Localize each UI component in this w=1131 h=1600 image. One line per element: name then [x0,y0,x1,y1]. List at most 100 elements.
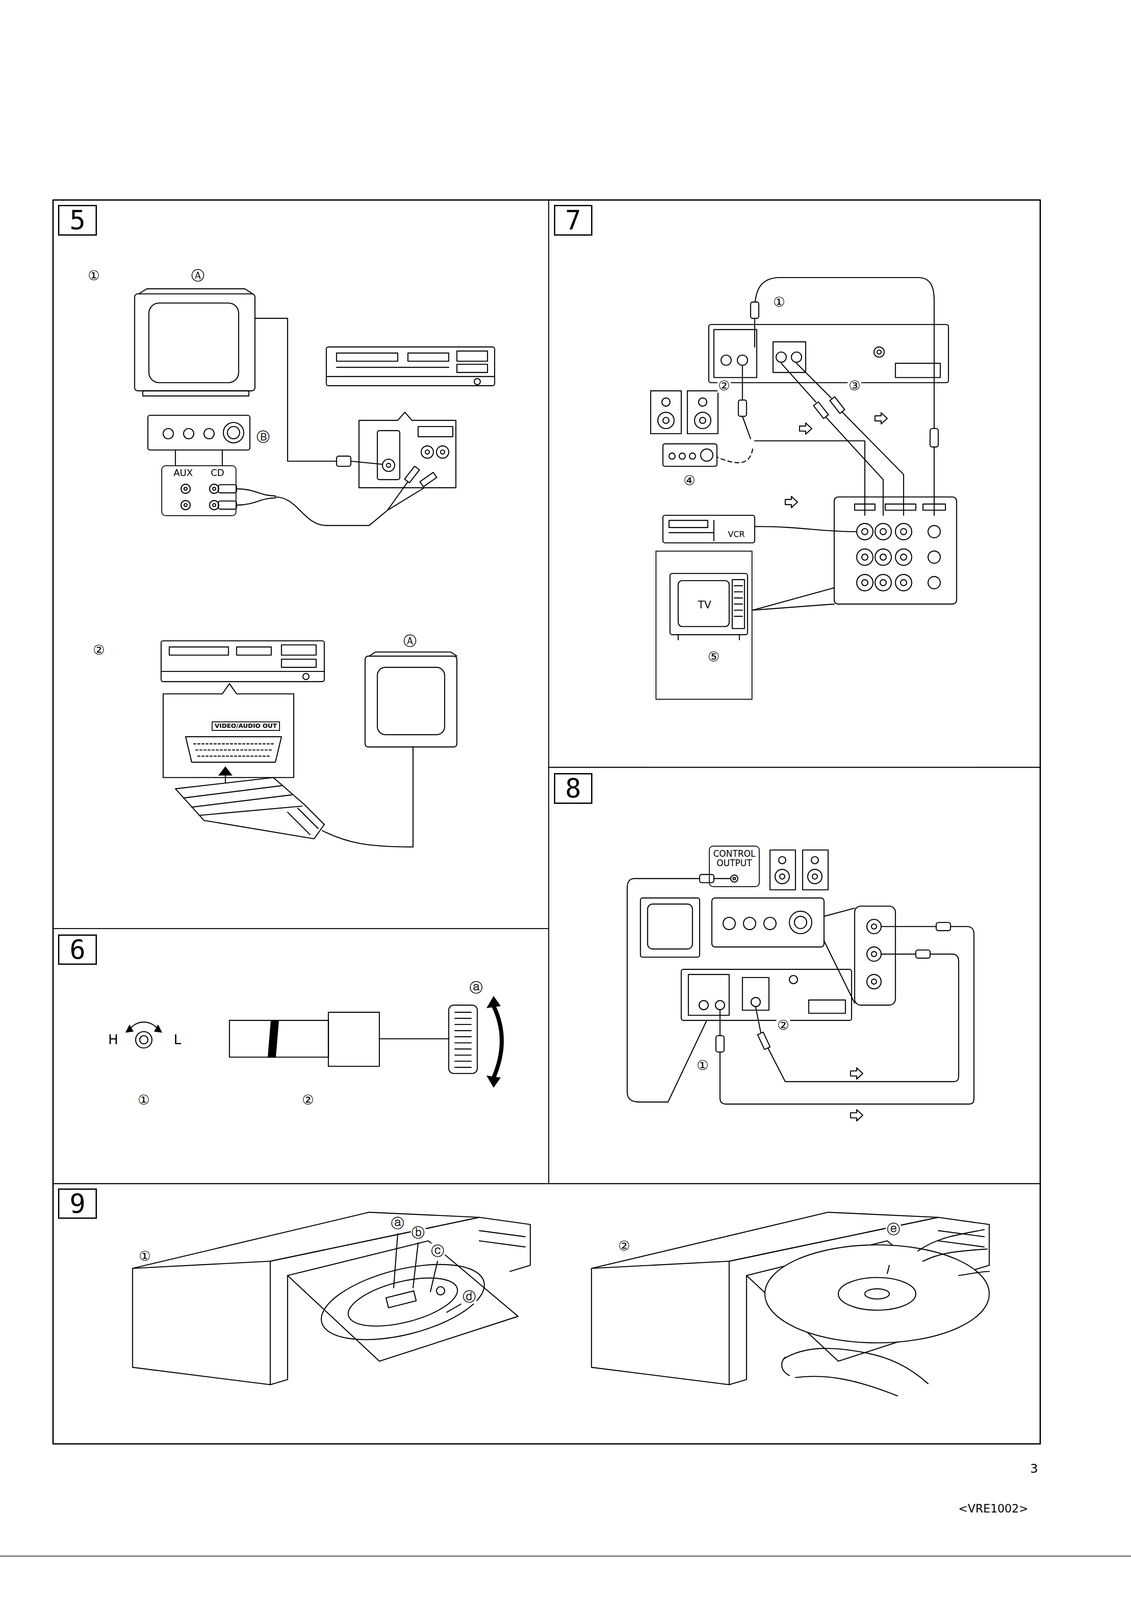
volume-knob [139,1035,148,1044]
panel-frame [0,1555,1131,1556]
speaker [661,397,671,406]
audio-cable [715,1035,724,1052]
compact-disc [838,1277,916,1310]
volume-knob [125,1024,134,1033]
amplifier [794,915,807,929]
tv-jack-panel [874,523,892,540]
cd-player [457,350,488,362]
compact-disc [864,1288,890,1299]
hand [918,1229,990,1276]
audio-cable [826,412,904,516]
cd-player-open-tray [479,1230,526,1247]
amplifier-jack-inset [854,906,896,1006]
rear-panel-inset [382,459,395,472]
cd-player [326,346,495,386]
callout-number: ② [92,642,106,657]
tv-jack-panel [874,548,892,566]
amplifier [722,917,736,930]
volume-knob [125,1021,163,1048]
headphone-plug [379,1037,449,1039]
audio-cable [715,922,974,1104]
tv-jack-panel [927,525,941,538]
tv-jack-panel [834,496,957,604]
input-jacks [183,486,187,490]
cd-player-rear [681,969,852,1021]
signal-arrow [850,1067,863,1079]
amplifier [223,422,244,444]
scart-plug [183,785,302,816]
callout-number: ① [695,1057,710,1073]
control-cable [714,877,731,879]
tv-monitor [142,390,250,396]
cd-player-rear [791,352,802,363]
page-number: 3 [1029,1461,1039,1476]
speaker [779,873,785,879]
document-code: <VRE1002> [957,1502,1030,1515]
scart-socket [185,736,282,763]
cd-player-open-tray [132,1212,480,1269]
cd-player-rear [789,975,798,984]
cd-player [336,366,449,368]
volume-knob [135,1031,152,1048]
callout-number: ② [776,1017,790,1032]
cd-player-rear [751,997,761,1007]
volume-knob [129,1021,158,1030]
tv-jack-panel [752,587,834,611]
tv-jack-panel [856,523,873,540]
cd-player-disc-loading [591,1260,730,1385]
tv-jack-panel [880,579,887,586]
tv-monitor [364,655,457,747]
callout-number: ② [617,1238,631,1253]
rear-panel-inset [377,430,400,480]
amplifier [183,428,194,439]
panel-frame [548,766,1041,768]
scart-plug [218,766,233,776]
signal-arrow [850,1109,863,1121]
hand [783,1348,928,1396]
cd-player-rear [775,352,787,363]
rear-panel-inset [421,445,434,459]
amplifier [662,443,718,467]
device-label: TV [697,598,712,610]
volume-wheel [493,1005,502,1078]
video-cable [336,455,351,467]
tv-jack-panel [895,548,912,566]
scart-plug [224,775,226,783]
cd-player-rear [699,1000,709,1010]
audio-cable [754,440,865,516]
cd-player-rear [877,349,882,355]
cd-player-rear [720,355,732,366]
leader-line [413,1242,419,1288]
tv-set [670,573,748,635]
amplifier [743,917,756,930]
cd-player-disc-loading [729,1275,747,1385]
cd-player [161,670,325,672]
cd-player-open-tray [313,1249,492,1354]
scart-socket [185,736,282,763]
vcr [662,515,857,543]
callout-letter: ⓔ [886,1221,901,1236]
section-number: 5 [58,204,97,236]
amplifier [227,426,240,439]
audio-cable [915,949,930,958]
cd-player-rear [708,324,949,383]
amplifier-jack-inset [866,946,881,961]
callout-number: ④ [682,472,697,488]
input-jacks [180,483,219,510]
amplifier [689,452,696,459]
compact-disc [764,1244,990,1343]
callout-letter: ⓓ [461,1288,477,1304]
terminal-label: CD [210,467,225,479]
vcr [662,515,755,543]
input-jacks [180,483,191,494]
control-cable [699,874,714,883]
tv-set [678,580,729,627]
section-number-text: 7 [565,206,581,234]
input-jacks [180,500,191,510]
cd-player-open-tray [385,1290,417,1308]
cd-player-rear [742,977,770,1010]
audio-cable [738,399,747,417]
dial-mark: H [107,1031,120,1047]
section-number: 8 [553,772,593,804]
section-number: 6 [58,934,97,965]
